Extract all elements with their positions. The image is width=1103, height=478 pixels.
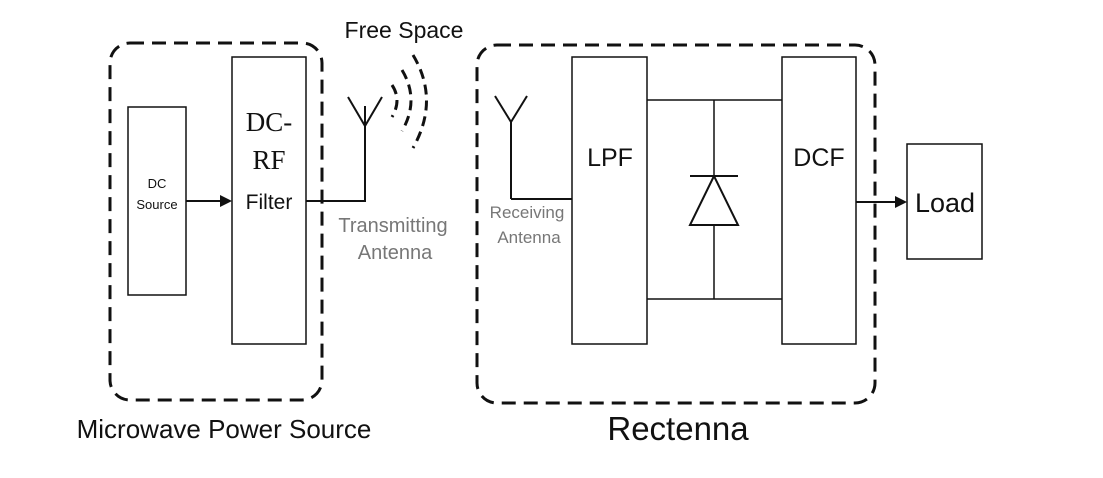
lpf-label: LPF: [587, 144, 633, 172]
receiving-antenna-right-arm: [510, 95, 528, 123]
dc-source-label-line1: DC: [148, 176, 167, 191]
load-block: [906, 143, 983, 260]
receiving-antenna-label-line1: Receiving: [490, 203, 565, 222]
dc-rf-label-line3: Filter: [246, 191, 293, 214]
dc-rf-label-line1: DC-: [246, 107, 293, 137]
lpf-block: [571, 56, 648, 345]
transmit-feed-line: [306, 106, 366, 202]
microwave-power-source-group: [108, 41, 324, 402]
transmitting-antenna-label-line2: Antenna: [358, 242, 433, 264]
load-label: Load: [915, 188, 975, 218]
receiving-antenna-left-arm: [494, 95, 512, 123]
arrow-head-source-to-filter: [220, 195, 232, 207]
transmitting-antenna-label-line1: Transmitting: [338, 215, 447, 237]
transmitting-antenna-left-arm: [347, 96, 366, 127]
rectenna-group: [475, 43, 877, 405]
microwave-power-source-label: Microwave Power Source: [77, 414, 372, 444]
receiving-antenna-label-line2: Antenna: [497, 228, 561, 247]
transmitting-antenna-right-arm: [364, 96, 383, 127]
dcf-block: [781, 56, 857, 345]
diode-icon: [688, 173, 740, 226]
rectenna-label: Rectenna: [607, 410, 749, 447]
dc-source-label-line2: Source: [136, 197, 177, 212]
dcf-label: DCF: [793, 144, 844, 172]
arrow-head-dcf-to-load: [895, 196, 907, 208]
radio-wave-icon: [390, 54, 428, 149]
free-space-label: Free Space: [345, 17, 464, 43]
dc-source-block: [127, 106, 187, 296]
dc-rf-label-line2: RF: [252, 145, 285, 175]
